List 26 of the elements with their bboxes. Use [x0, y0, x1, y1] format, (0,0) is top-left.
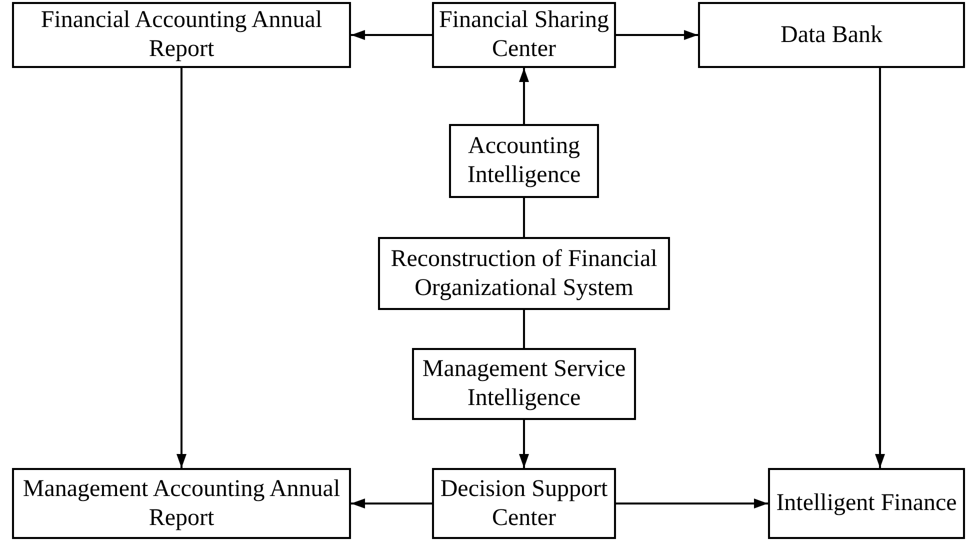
arrow [616, 30, 698, 40]
box-label: Intelligent Finance [775, 489, 958, 518]
process-box [698, 2, 965, 68]
process-box [378, 237, 670, 310]
arrow [519, 420, 529, 468]
box-label: Management Accounting Annual Report [22, 474, 342, 532]
box-label: Financial Accounting Annual Report [40, 6, 324, 64]
box-label: Accounting Intelligence [466, 132, 582, 190]
arrow [351, 30, 432, 40]
arrow [875, 68, 885, 468]
process-box [432, 2, 616, 68]
arrow [519, 68, 529, 124]
box-label: Decision Support Center [439, 474, 609, 532]
box-label: Management Service Intelligence [421, 355, 627, 413]
process-box [12, 2, 351, 68]
arrow [616, 498, 768, 508]
process-box [412, 348, 636, 420]
box-label: Financial Sharing Center [438, 6, 610, 64]
process-box [432, 468, 616, 539]
box-label: Data Bank [780, 20, 884, 50]
process-box [768, 468, 965, 539]
arrow [351, 498, 432, 508]
box-label: Reconstruction of Financial Organizational System [390, 244, 658, 302]
process-box [449, 124, 599, 198]
arrow [176, 68, 186, 468]
process-box [12, 468, 351, 539]
